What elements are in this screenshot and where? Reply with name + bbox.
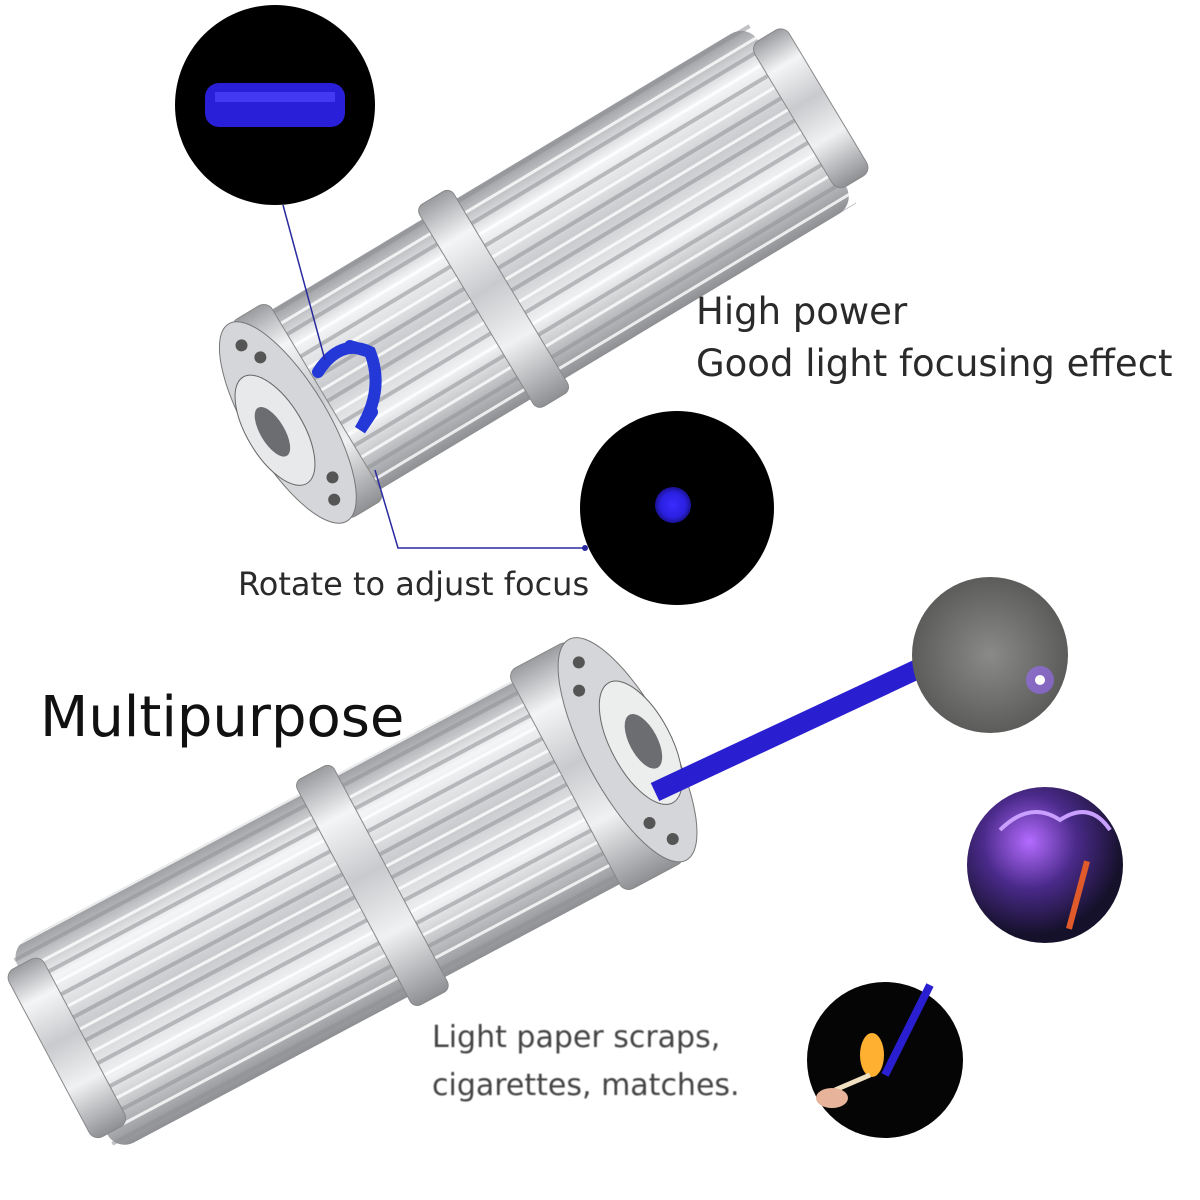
feature-title: High power bbox=[696, 290, 908, 333]
uses-caption-line1: Light paper scraps, bbox=[432, 1020, 721, 1055]
laser-pointer-bottom bbox=[7, 637, 698, 1152]
rotate-arrow-icon bbox=[312, 340, 382, 434]
use-inset-smoke bbox=[967, 787, 1123, 943]
uses-caption-line2: cigarettes, matches. bbox=[432, 1068, 740, 1103]
laser-pointer-top bbox=[218, 23, 869, 524]
use-inset-surface bbox=[912, 577, 1068, 733]
laser-beam bbox=[650, 658, 925, 802]
section-title: Multipurpose bbox=[40, 685, 405, 750]
callout-line bbox=[374, 469, 585, 549]
use-inset-match bbox=[807, 982, 963, 1138]
beam-inset-circle bbox=[175, 5, 375, 205]
focused-dot-inset-circle bbox=[580, 411, 774, 605]
focus-caption: Rotate to adjust focus bbox=[238, 565, 590, 603]
feature-subtitle: Good light focusing effect bbox=[696, 342, 1173, 385]
callout-line bbox=[282, 204, 326, 361]
